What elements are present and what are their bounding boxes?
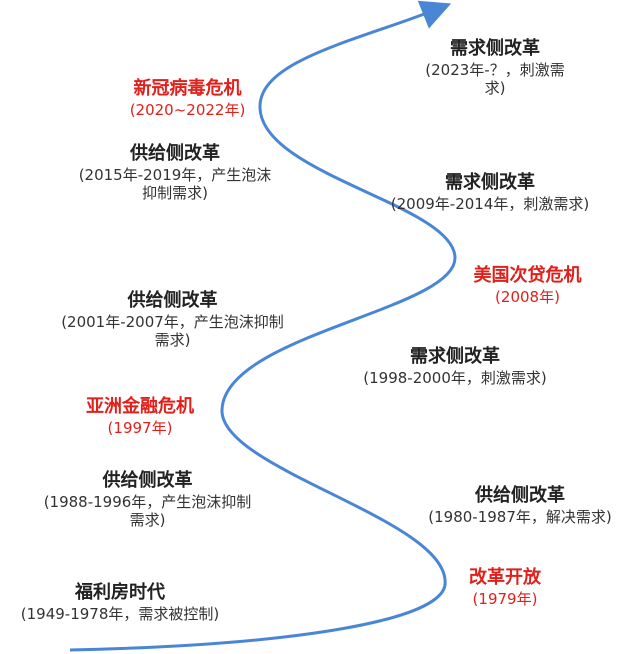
event-welfare-housing: 福利房时代 (1949-1978年，需求被控制)	[0, 582, 240, 623]
event-title: 需求侧改革	[445, 172, 535, 193]
event-supply-2001: 供给侧改革 (2001年-2007年，产生泡沫抑制需求)	[60, 290, 285, 350]
event-title: 供给侧改革	[130, 143, 220, 164]
curve-path	[69, 0, 457, 652]
event-title: 需求侧改革	[450, 38, 540, 59]
event-subtitle: (2020~2022年)	[129, 100, 246, 119]
event-subtitle: (1988-1996年，产生泡沫抑制需求)	[43, 492, 252, 530]
event-supply-1980: 供给侧改革 (1980-1987年，解决需求)	[400, 485, 640, 526]
event-subtitle: (2001年-2007年，产生泡沫抑制需求)	[61, 312, 284, 350]
event-subtitle: (1998-2000年，刺激需求)	[363, 368, 547, 387]
event-subtitle: (2015年-2019年，产生泡沫抑制需求)	[78, 165, 272, 203]
event-subtitle: (2009年-2014年，刺激需求)	[390, 194, 590, 213]
event-title: 供给侧改革	[475, 485, 565, 506]
event-reform-opening: 改革开放 (1979年)	[430, 567, 580, 608]
event-title: 改革开放	[469, 567, 541, 588]
event-title: 福利房时代	[75, 582, 165, 603]
event-title: 美国次贷危机	[473, 265, 582, 286]
event-demand-2009: 需求侧改革 (2009年-2014年，刺激需求)	[390, 172, 590, 213]
event-title: 供给侧改革	[102, 470, 193, 491]
event-demand-2023: 需求侧改革 (2023年-？，刺激需求)	[415, 38, 575, 98]
event-covid-crisis: 新冠病毒危机 (2020~2022年)	[100, 78, 275, 119]
event-subtitle: (1949-1978年，需求被控制)	[20, 604, 220, 623]
event-subtitle: (1980-1987年，解决需求)	[428, 507, 612, 526]
event-subprime-crisis: 美国次贷危机 (2008年)	[440, 265, 615, 306]
event-title: 需求侧改革	[410, 346, 500, 367]
event-subtitle: (1979年)	[472, 589, 538, 608]
event-demand-1998: 需求侧改革 (1998-2000年，刺激需求)	[330, 346, 580, 387]
event-subtitle: (1997年)	[107, 418, 173, 437]
event-subtitle: (2008年)	[495, 287, 560, 306]
event-title: 亚洲金融危机	[86, 396, 194, 417]
event-supply-2015: 供给侧改革 (2015年-2019年，产生泡沫抑制需求)	[75, 143, 275, 203]
event-title: 供给侧改革	[127, 290, 218, 311]
event-subtitle: (2023年-？，刺激需求)	[425, 60, 565, 98]
event-title: 新冠病毒危机	[133, 78, 242, 99]
event-supply-1988: 供给侧改革 (1988-1996年，产生泡沫抑制需求)	[40, 470, 255, 530]
event-asian-crisis: 亚洲金融危机 (1997年)	[55, 396, 225, 437]
